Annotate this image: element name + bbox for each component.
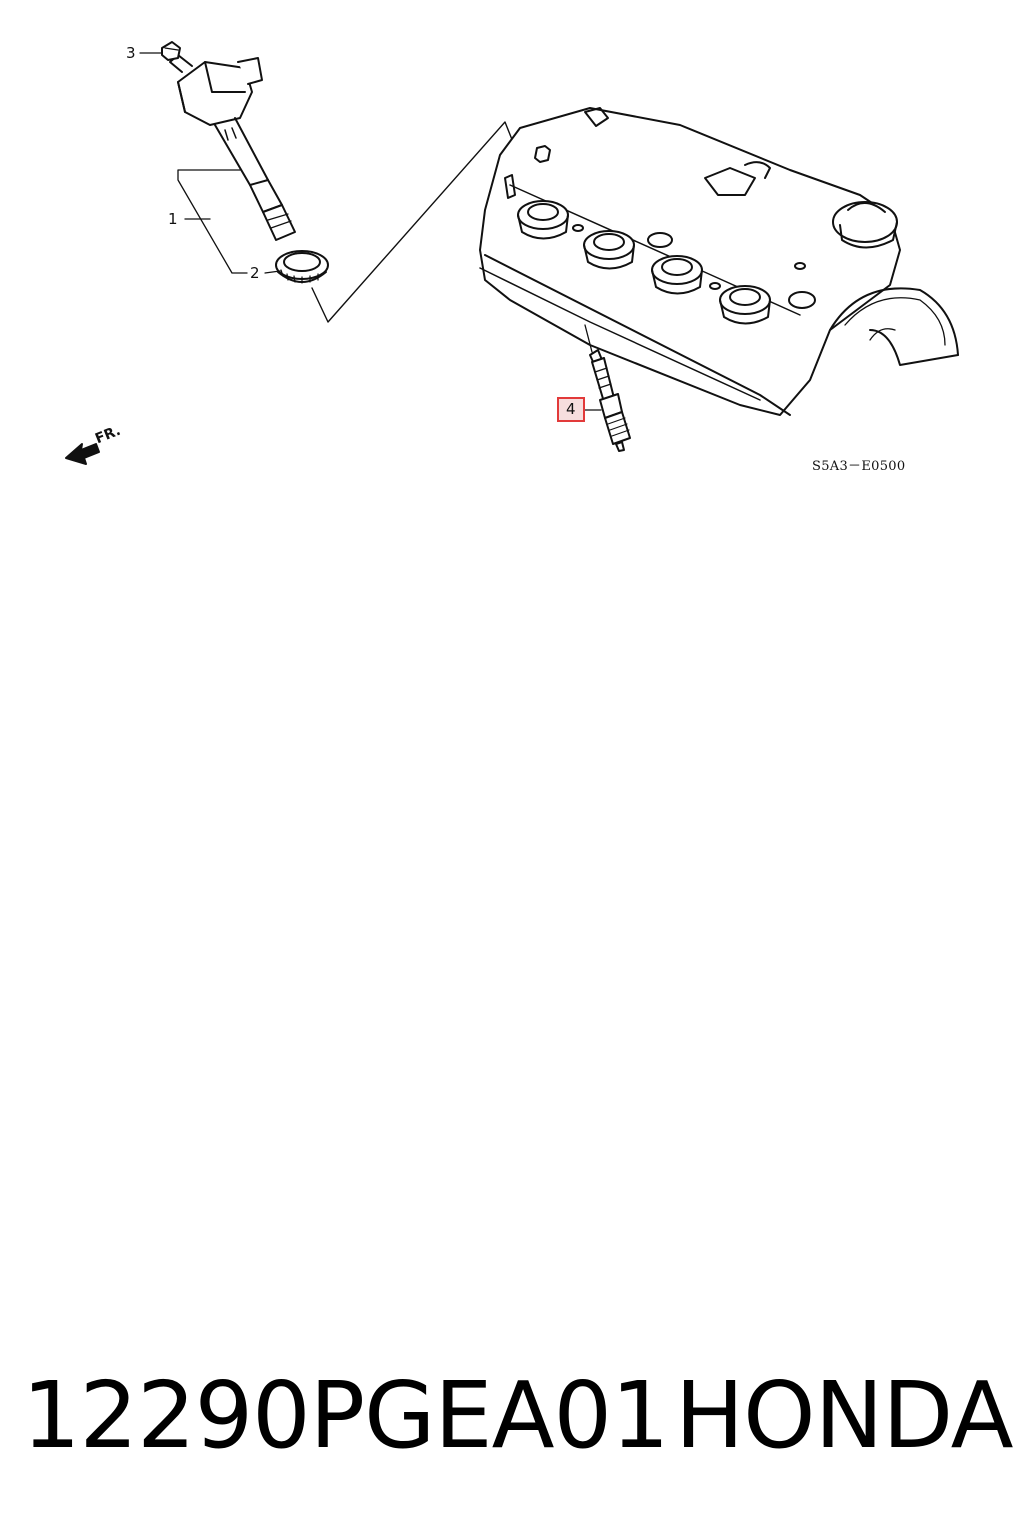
footer: 12290PGEA01 HONDA xyxy=(0,1360,1024,1470)
spark-plug xyxy=(584,324,631,452)
callout-1[interactable]: 1 xyxy=(168,210,178,228)
callout-2[interactable]: 2 xyxy=(250,264,260,282)
brand-name: HONDA xyxy=(675,1361,1014,1469)
front-arrow-icon xyxy=(65,443,100,465)
callout-3[interactable]: 3 xyxy=(126,44,136,62)
part-number: 12290PGEA01 xyxy=(22,1361,670,1469)
ignition-coil xyxy=(169,54,296,241)
bolt xyxy=(161,41,181,61)
plug-hole-seal xyxy=(275,250,329,284)
callout-4-highlighted[interactable]: 4 xyxy=(557,397,585,422)
parts-diagram xyxy=(65,41,959,465)
valve-cover xyxy=(479,107,959,416)
diagram-reference-code: S5A3－E0500 xyxy=(812,459,906,474)
